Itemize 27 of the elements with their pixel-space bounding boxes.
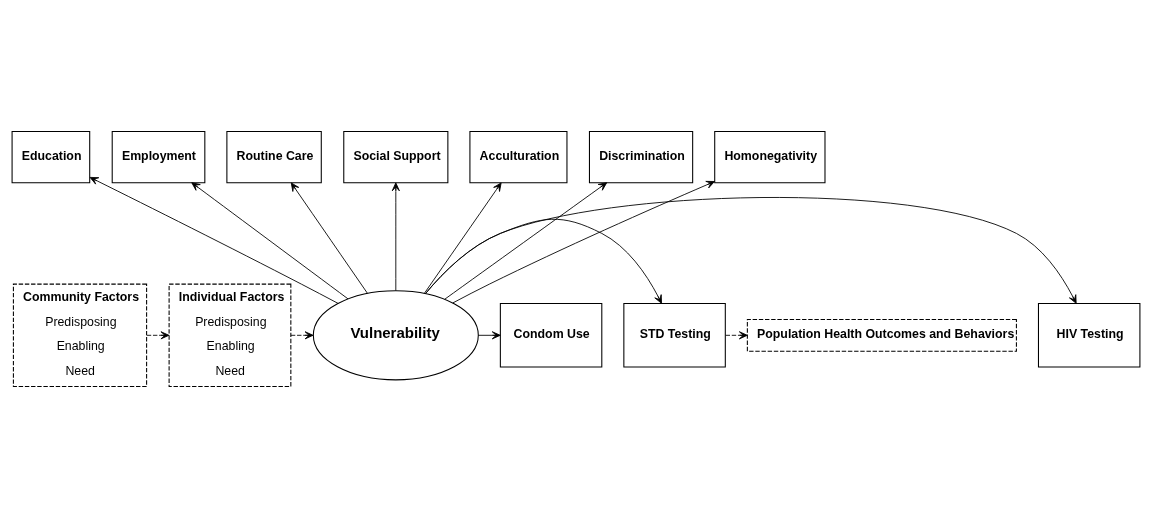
node-box: Acculturation (469, 131, 568, 184)
node-box: STD Testing (623, 303, 726, 368)
node-box: Homonegativity (714, 131, 826, 184)
arrow (725, 331, 748, 340)
node-box: HIV Testing (1037, 303, 1141, 368)
arrow (290, 182, 368, 294)
arrow (423, 182, 502, 294)
arrow (391, 182, 400, 292)
node-box: Education (11, 131, 91, 184)
node-box: Population Health Outcomes and Behaviors (746, 318, 1017, 352)
node-ellipse: Vulnerability (312, 290, 479, 381)
arrow (452, 180, 715, 304)
arrow (146, 331, 170, 340)
node-box: Individual Factors Predisposing Enabling Need (168, 283, 292, 387)
arrow (290, 331, 314, 340)
arrow (425, 218, 662, 304)
arrow (191, 182, 349, 300)
node-box: Routine Care (226, 131, 322, 184)
arrow (89, 176, 339, 304)
node-box: Discrimination (588, 131, 694, 184)
arrow (477, 331, 501, 340)
node-box: Community Factors Predisposing Enabling Need (12, 283, 148, 387)
arrow (444, 182, 608, 300)
node-box: Social Support (343, 131, 449, 184)
arrow (425, 197, 1077, 304)
node-box: Condom Use (499, 303, 603, 368)
node-box: Employment (111, 131, 206, 184)
